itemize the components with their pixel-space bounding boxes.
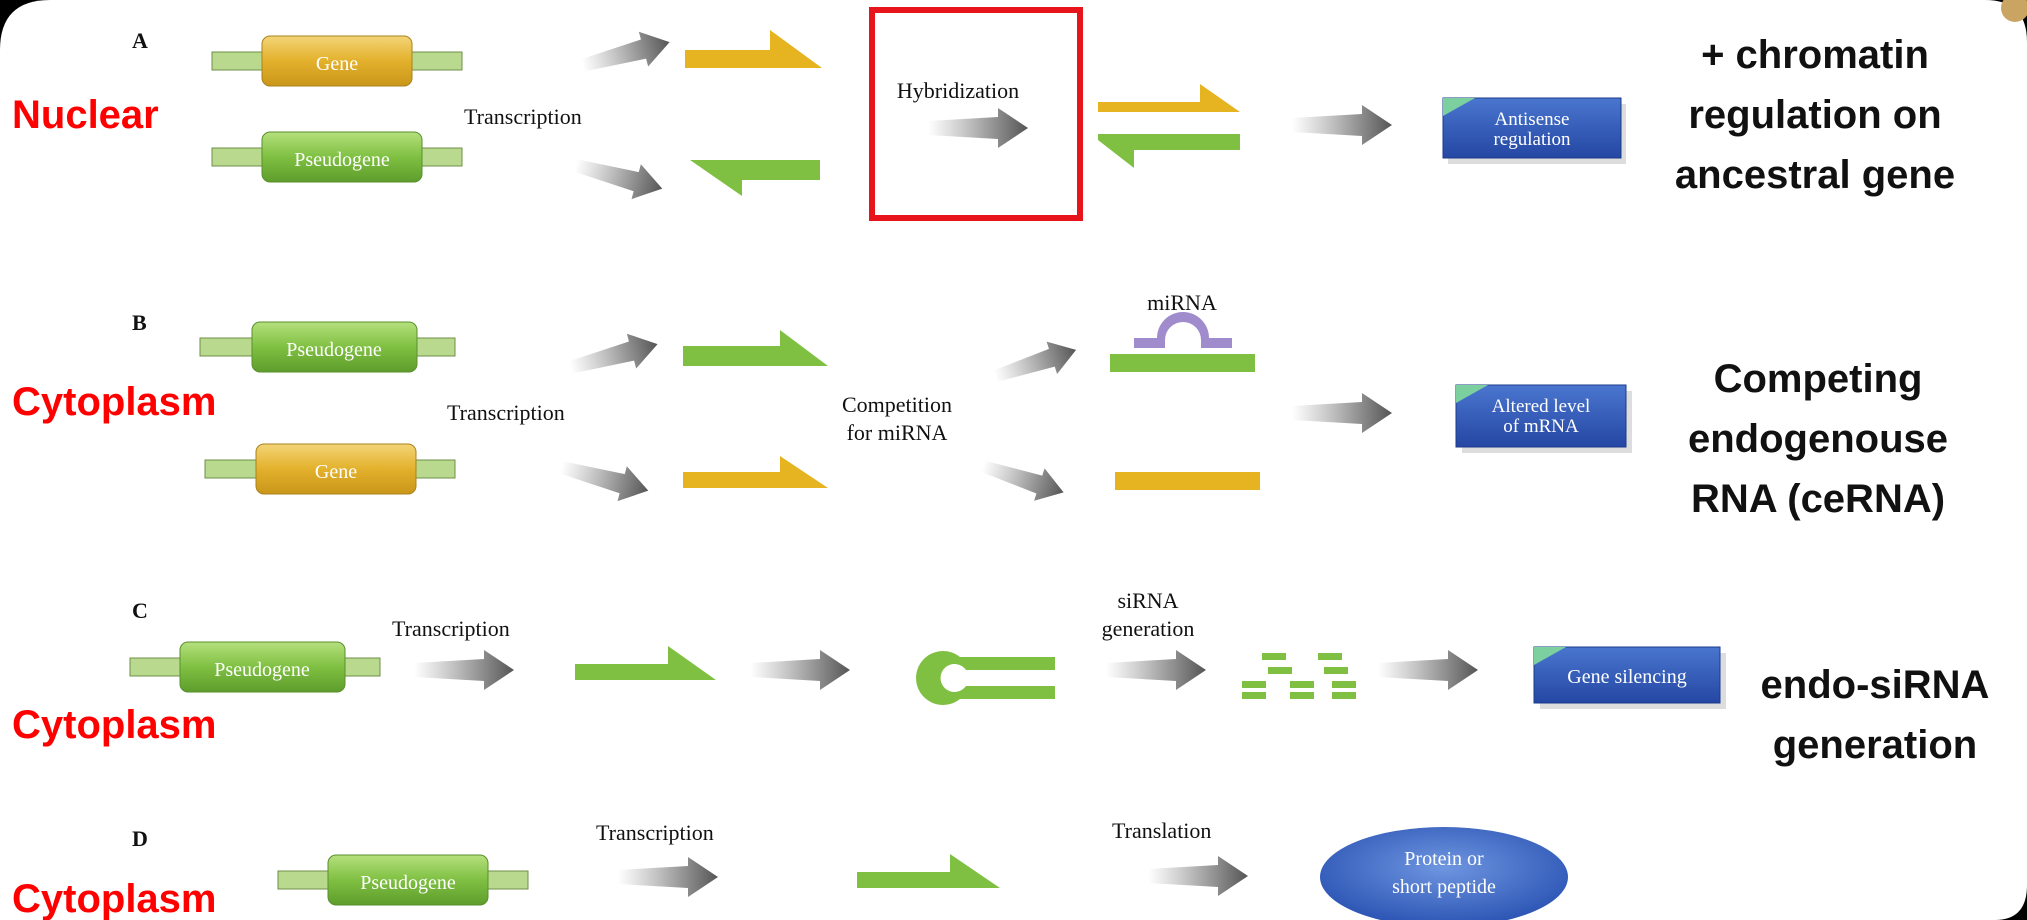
gene-label: Gene <box>315 461 357 483</box>
pseudogene-label: Pseudogene <box>214 659 310 681</box>
bound-transcript <box>1110 354 1255 372</box>
altered-line1: Altered level <box>1492 396 1591 417</box>
highlight-box <box>869 7 1083 221</box>
pseudogene-label: Pseudogene <box>294 149 390 171</box>
protein-line2: short peptide <box>1392 876 1496 898</box>
pseudogene-block-c: Pseudogene <box>129 641 381 693</box>
gold-rna-strand <box>685 30 822 68</box>
altered-mrna-box: Altered level of mRNA <box>1455 384 1632 453</box>
pseudogene-transcript-d <box>857 854 1000 888</box>
pseudogene-label: Pseudogene <box>360 872 456 894</box>
altered-line2: of mRNA <box>1503 416 1579 437</box>
hybridization-label: Hybridization <box>897 78 1019 103</box>
note-c-line2: generation <box>1773 723 1977 767</box>
antisense-regulation-box: Antisense regulation <box>1442 97 1626 164</box>
panel-letter-c: C <box>132 598 148 623</box>
location-label-cytoplasm-d: Cytoplasm <box>12 877 217 920</box>
transcription-label-b: Transcription <box>447 400 565 425</box>
note-b-line3: RNA (ceRNA) <box>1691 477 1945 521</box>
free-transcript <box>1115 472 1260 490</box>
corner-decoration <box>2001 0 2027 22</box>
transcription-label-a: Transcription <box>464 104 582 129</box>
panel-b: B Cytoplasm Pseudogene Gene Transcriptio… <box>12 290 1948 521</box>
pseudogene-block-a: Pseudogene <box>211 131 463 183</box>
gene-silencing-label: Gene silencing <box>1567 666 1686 688</box>
gene-block-b: Gene <box>204 443 456 495</box>
hybrid-gold-strand <box>1098 84 1240 112</box>
note-a-line2: regulation on <box>1688 93 1941 137</box>
translation-label: Translation <box>1112 818 1211 843</box>
transcription-label-c: Transcription <box>392 616 510 641</box>
pseudogene-block-d: Pseudogene <box>277 854 529 906</box>
transcription-label-d: Transcription <box>596 820 714 845</box>
panel-d: D Cytoplasm Pseudogene Transcription Tra… <box>12 818 1568 920</box>
pseudogene-transcript <box>683 330 828 366</box>
competition-line2: for miRNA <box>847 420 948 445</box>
gene-block-gold: Gene <box>211 35 463 87</box>
panel-c: C Cytoplasm Pseudogene Transcription siR… <box>12 588 1989 767</box>
hybrid-green-strand <box>1098 134 1240 168</box>
hairpin-rna <box>916 651 1055 705</box>
panel-letter-b: B <box>132 310 147 335</box>
pseudogene-label: Pseudogene <box>286 339 382 361</box>
protein-line1: Protein or <box>1404 848 1484 870</box>
panel-letter-a: A <box>132 28 148 53</box>
antisense-line1: Antisense <box>1495 109 1570 130</box>
location-label-cytoplasm-c: Cytoplasm <box>12 703 217 747</box>
panel-a: A Nuclear Gene Pseudogene Transcription … <box>12 7 1955 221</box>
protein-oval: Protein or short peptide <box>1320 827 1568 920</box>
pseudogene-transcript-c <box>575 646 716 680</box>
mirna-label: miRNA <box>1147 290 1217 315</box>
green-antisense-strand <box>690 160 820 196</box>
sirna-line1: siRNA <box>1117 588 1178 613</box>
gene-silencing-box: Gene silencing <box>1533 646 1726 709</box>
competition-line1: Competition <box>842 392 952 417</box>
location-label-nuclear: Nuclear <box>12 93 159 137</box>
panel-letter-d: D <box>132 826 148 851</box>
pseudogene-block-b: Pseudogene <box>199 321 456 373</box>
note-a-line1: + chromatin <box>1701 33 1929 77</box>
location-label-cytoplasm-b: Cytoplasm <box>12 380 217 424</box>
gene-transcript <box>683 456 828 488</box>
mirna-shape <box>1134 312 1232 348</box>
sirna-line2: generation <box>1102 616 1195 641</box>
sirna-fragments <box>1242 653 1356 699</box>
gene-label: Gene <box>316 53 358 75</box>
antisense-line2: regulation <box>1493 129 1571 150</box>
note-c-line1: endo-siRNA <box>1761 663 1990 707</box>
note-a-line3: ancestral gene <box>1675 153 1955 197</box>
note-b-line1: Competing <box>1714 357 1923 401</box>
note-b-line2: endogenouse <box>1688 417 1948 461</box>
